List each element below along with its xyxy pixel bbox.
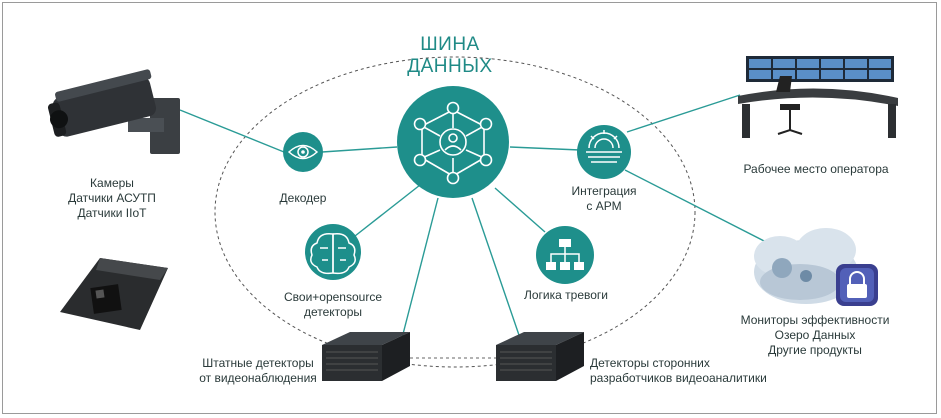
data-bus-title-line1: ШИНА <box>420 34 480 55</box>
decoder-label: Декодер <box>279 191 327 205</box>
integration-gear-icon <box>577 125 631 179</box>
server-thirdparty-label-line1: Детекторы сторонних <box>590 356 710 370</box>
line-hub-server-right <box>471 197 521 339</box>
data-bus-title-line2: ДАННЫХ <box>407 56 493 77</box>
integration-label-line2: с АРМ <box>586 199 622 213</box>
server-thirdparty-label: Детекторы сторонних разработчиков видеоа… <box>590 356 780 386</box>
operator-label: Рабочее место оператора <box>743 162 889 176</box>
integration-label-line1: Интеграция <box>571 184 637 198</box>
decoder-eye-icon <box>283 132 323 172</box>
line-camera-decoder <box>179 109 285 153</box>
server-standard-icon <box>322 332 410 381</box>
line-hub-detectors <box>354 184 421 237</box>
outputs-label: Мониторы эффективности Озеро Данных Друг… <box>730 313 900 358</box>
data-lake-cloud-icon <box>754 228 858 304</box>
line-hub-alarm <box>494 187 546 233</box>
line-decoder-hub <box>321 146 398 153</box>
connectors <box>179 94 771 359</box>
data-bus-title: ШИНА ДАННЫХ <box>380 34 520 78</box>
alarm-logic-tree-icon <box>536 226 594 284</box>
line-hub-server-left <box>401 197 439 339</box>
line-integration-operator <box>626 94 741 133</box>
line-integration-cloud <box>624 169 771 245</box>
sources-label: Камеры Датчики АСУТП Датчики IIoT <box>52 176 172 221</box>
detectors-own-label-line1: Свои+opensource <box>283 290 382 304</box>
outputs-label-line3: Другие продукты <box>768 343 862 357</box>
data-bus-hub-icon <box>397 86 509 198</box>
server-thirdparty-label-line2: разработчиков видеоаналитики <box>590 371 767 385</box>
sources-label-line1: Камеры <box>90 176 134 190</box>
line-hub-integration <box>509 146 581 151</box>
detectors-own-label: Свои+opensource детекторы <box>273 290 393 320</box>
lock-icon <box>836 264 878 306</box>
alarm-logic-label: Логика тревоги <box>524 288 608 302</box>
operator-workstation-icon <box>738 56 898 138</box>
camera-icon <box>47 69 180 154</box>
server-thirdparty-icon <box>496 332 584 381</box>
outputs-label-line2: Озеро Данных <box>774 328 856 342</box>
sources-label-line2: Датчики АСУТП <box>68 191 156 205</box>
sources-label-line3: Датчики IIoT <box>77 206 147 220</box>
integration-label: Интеграция с АРМ <box>568 184 640 214</box>
server-standard-label-line2: от видеонаблюдения <box>199 371 317 385</box>
brain-icon <box>305 224 361 280</box>
outputs-label-line1: Мониторы эффективности <box>740 313 890 327</box>
server-standard-label-line1: Штатные детекторы <box>202 356 314 370</box>
data-bus-outline <box>214 56 696 368</box>
server-standard-label: Штатные детекторы от видеонаблюдения <box>194 356 322 386</box>
sensor-device-icon <box>58 250 170 332</box>
detectors-own-label-line2: детекторы <box>303 305 363 319</box>
